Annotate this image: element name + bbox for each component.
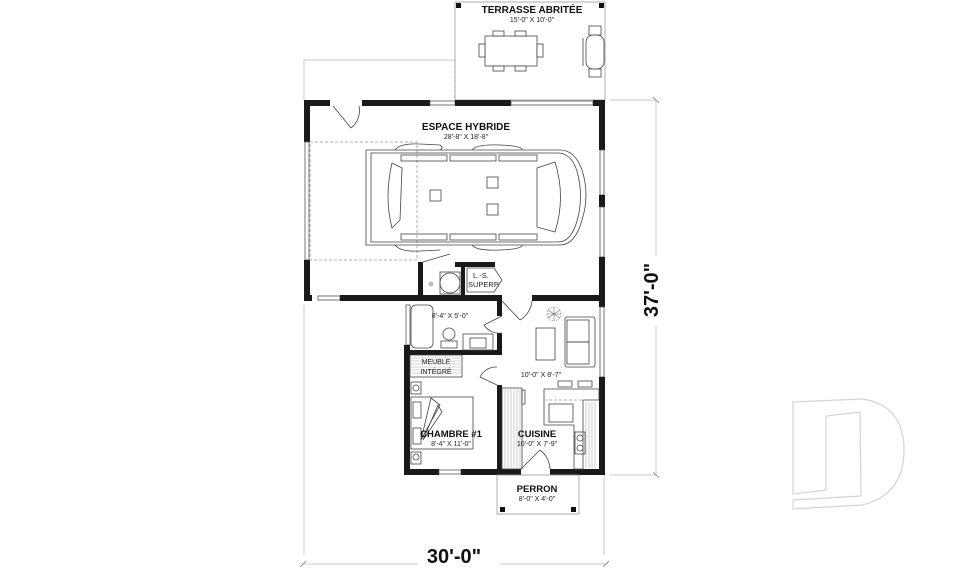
chambre-1: CHAMBRE #1 8'-4" X 11'-0" — [410, 381, 483, 465]
post-icon — [599, 3, 604, 8]
meuble-integre: MEUBLE INTÉGRÉ — [409, 354, 498, 386]
house-walls — [404, 300, 605, 475]
terrasse-size: 15'-0" X 10'-0" — [510, 17, 555, 24]
counter-icon — [543, 388, 600, 470]
espace-hybride-size: 28'-8" X 18'-8" — [444, 134, 489, 141]
coffee-table-icon — [535, 327, 556, 361]
washer-dryer-icon — [466, 267, 503, 293]
perron-label: PERRON — [517, 484, 558, 495]
nightstand-icon — [412, 384, 420, 392]
espace-hybride: ESPACE HYBRIDE 28'-8" X 18'-8" — [304, 100, 605, 307]
stool-icon — [577, 380, 593, 388]
brand-d-logo-icon — [792, 398, 905, 510]
perron: PERRON 8'-0" X 4'-0" — [496, 474, 580, 515]
meuble-label-line1: MEUBLE — [422, 359, 451, 366]
plant-icon — [546, 306, 562, 322]
salle-de-bain-size: 8'-4" X 5'-0" — [432, 313, 469, 320]
stool-icon — [557, 380, 573, 388]
chambre-size: 8'-4" X 11'-0" — [431, 441, 471, 448]
dining-table-icon — [478, 30, 544, 72]
terrasse-label: TERRASSE ABRITÉE — [482, 3, 583, 16]
lounge-chair-icon — [582, 25, 605, 78]
meuble-label-line2: INTÉGRÉ — [420, 367, 451, 376]
salle-de-bain: 8'-4" X 5'-0" — [410, 304, 503, 351]
sofa-icon — [564, 316, 596, 368]
cuisine-size: 10'-0" X 7'-9" — [517, 441, 558, 448]
terrasse-abritee: TERRASSE ABRITÉE 15'-0" X 10'-0" — [454, 1, 606, 101]
width-dimension-label: 30'-0" — [427, 546, 481, 568]
post-icon — [571, 507, 576, 512]
sejour: 10'-0" X 8'-7" — [501, 300, 596, 379]
toilet-icon — [442, 327, 456, 341]
post-icon — [456, 3, 461, 8]
post-icon — [500, 507, 505, 512]
laundry-label-line1: L.-S. — [473, 271, 489, 280]
perron-size: 8'-0" X 4'-0" — [519, 496, 556, 503]
depth-dimension-label: 37'-0" — [641, 263, 663, 317]
drain-icon — [428, 281, 434, 287]
utility-closet: L.-S. SUPERP. — [428, 267, 503, 295]
espace-hybride-label: ESPACE HYBRIDE — [422, 122, 510, 133]
door-icon — [332, 105, 352, 129]
interior-walls — [304, 253, 605, 301]
bathtub-icon — [410, 304, 434, 349]
stairs-icon — [501, 387, 526, 470]
laundry-label-line2: SUPERP. — [468, 280, 500, 289]
cuisine-label: CUISINE — [518, 429, 557, 440]
bed-icon — [410, 396, 474, 450]
sejour-size: 10'-0" X 8'-7" — [521, 372, 562, 379]
sink-icon — [462, 333, 494, 351]
front-door-icon — [520, 449, 541, 470]
water-heater-icon — [439, 272, 461, 294]
property-outline — [303, 59, 605, 555]
kitchen-sink-icon — [548, 403, 574, 423]
stove-icon — [574, 431, 586, 455]
chambre-label: CHAMBRE #1 — [420, 429, 482, 440]
nightstand-icon — [412, 453, 420, 461]
car-icon — [365, 143, 587, 252]
cuisine: CUISINE 10'-0" X 7'-9" — [501, 380, 600, 470]
